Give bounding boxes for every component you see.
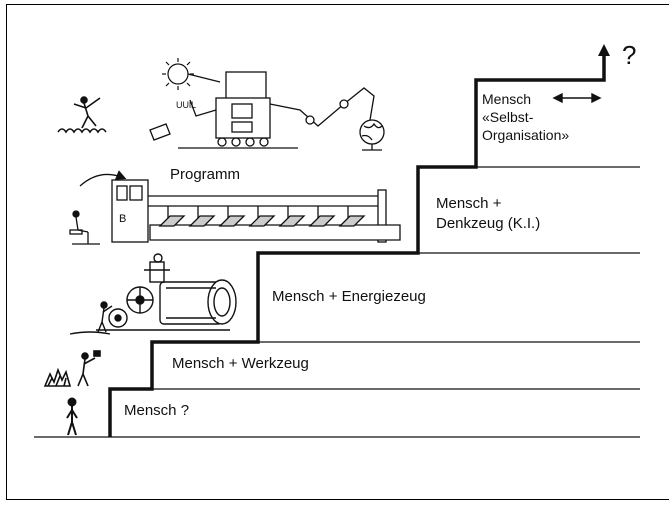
step5-label-line3: Organisation»: [482, 127, 570, 143]
staircase-line: [108, 54, 606, 437]
man-with-hammer-icon: [43, 350, 101, 387]
svg-text:UUlL: UUlL: [176, 100, 196, 110]
programm-label: Programm: [170, 166, 241, 183]
dancing-figure-icon: [57, 96, 107, 134]
svg-text:B: B: [119, 213, 126, 225]
standing-man-icon: [66, 397, 78, 436]
diagram-frame: [6, 4, 669, 500]
step4-label-line1: Mensch +: [436, 195, 502, 212]
question-mark: ?: [622, 40, 637, 70]
step4-label-line2: Denkzeug (K.I.): [436, 215, 541, 232]
step5-label-line2: «Selbst-: [482, 109, 534, 125]
step2-label: Mensch + Werkzeug: [172, 355, 309, 372]
step1-label: Mensch ?: [124, 402, 190, 419]
textile-machine-icon: B: [69, 170, 401, 245]
up-arrow-icon: [598, 44, 610, 56]
step5-label-line1: Mensch: [482, 91, 532, 107]
step3-label: Mensch + Energiezeug: [272, 288, 426, 305]
double-arrow-icon: [552, 92, 602, 104]
sun-icon: [162, 58, 221, 90]
globe-icon: [359, 119, 385, 151]
steam-engine-icon: [69, 253, 237, 335]
robot-icon: UUlL: [149, 71, 375, 149]
